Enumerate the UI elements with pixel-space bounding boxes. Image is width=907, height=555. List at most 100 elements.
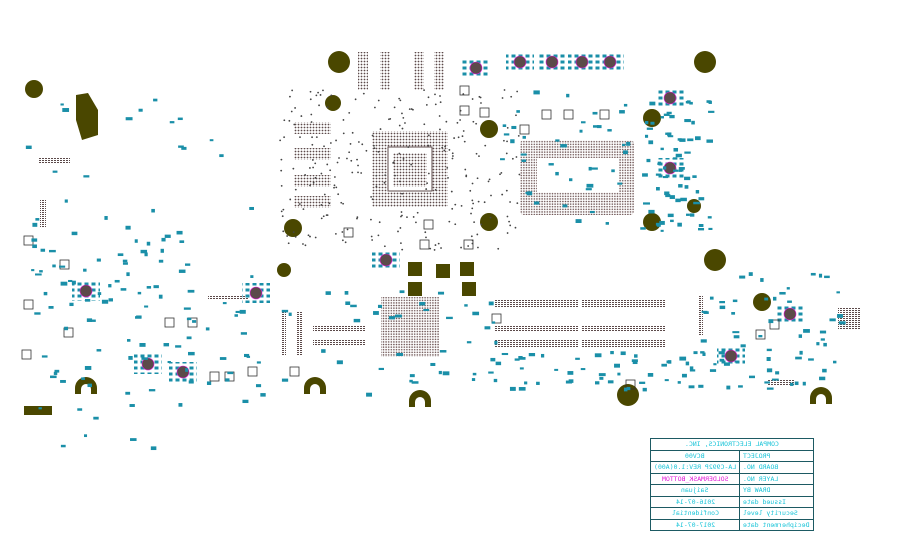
passive-component <box>464 304 468 307</box>
via <box>315 136 318 139</box>
inductor <box>724 349 738 363</box>
component-pad <box>289 366 300 377</box>
via <box>404 122 406 124</box>
via <box>399 227 402 229</box>
passive-component <box>184 263 191 266</box>
passive-component <box>569 178 573 182</box>
via <box>506 126 509 129</box>
connector <box>313 340 365 345</box>
passive-component <box>144 252 148 257</box>
via <box>322 215 325 218</box>
passive-component <box>837 314 843 318</box>
passive-component <box>594 381 600 385</box>
via <box>348 112 351 114</box>
passive-component <box>660 116 664 119</box>
passive-component <box>734 360 738 363</box>
passive-component <box>766 387 774 390</box>
component-pad <box>209 371 220 382</box>
inductor <box>469 61 483 75</box>
component-pad <box>419 239 430 250</box>
via <box>320 172 323 175</box>
via <box>399 99 402 102</box>
via <box>328 202 331 205</box>
passive-component <box>673 147 679 152</box>
title-block-label: Security level <box>739 507 814 520</box>
via <box>337 193 340 196</box>
passive-component <box>500 158 505 161</box>
passive-component <box>623 150 628 155</box>
passive-component <box>96 258 101 262</box>
passive-component <box>68 279 73 283</box>
passive-component <box>336 360 343 365</box>
via <box>505 152 508 155</box>
via <box>400 242 402 245</box>
passive-component <box>675 198 681 203</box>
via <box>309 184 311 187</box>
passive-component <box>502 124 507 127</box>
via <box>375 174 378 177</box>
passive-component <box>84 365 92 370</box>
passive-component <box>117 253 124 257</box>
passive-component <box>678 167 685 170</box>
passive-component <box>586 183 594 188</box>
passive-component <box>655 173 662 176</box>
passive-component <box>188 380 194 384</box>
component-pad <box>59 259 70 270</box>
inductor <box>603 55 617 69</box>
passive-component <box>562 204 568 208</box>
via <box>459 119 462 121</box>
passive-component <box>820 338 825 341</box>
via <box>402 158 405 160</box>
via <box>434 93 436 96</box>
via <box>510 95 513 98</box>
via <box>437 242 440 245</box>
via <box>441 146 444 149</box>
dimm-connector <box>582 300 666 307</box>
via <box>351 131 354 134</box>
passive-component <box>669 114 675 119</box>
via <box>410 108 413 110</box>
passive-component <box>623 103 628 107</box>
passive-component <box>684 185 689 189</box>
passive-component <box>660 229 664 232</box>
via <box>416 211 419 214</box>
passive-component <box>787 300 792 303</box>
passive-component <box>164 234 171 238</box>
via <box>335 139 337 142</box>
title-block-value: 2016-07-14 <box>649 495 741 508</box>
via <box>472 120 475 123</box>
passive-component <box>766 368 773 373</box>
passive-component <box>566 93 570 98</box>
passive-component <box>518 387 526 391</box>
via <box>286 235 289 237</box>
via <box>471 239 474 242</box>
passive-component <box>126 272 130 277</box>
via <box>309 167 311 169</box>
passive-component <box>650 121 655 125</box>
via <box>318 104 320 107</box>
passive-component <box>760 278 764 282</box>
via <box>447 176 449 179</box>
passive-component <box>225 378 230 382</box>
passive-component <box>665 132 670 135</box>
passive-component <box>411 381 419 384</box>
memory-pad-array <box>294 148 331 160</box>
via <box>370 235 373 238</box>
passive-component <box>175 345 182 348</box>
inductor <box>141 357 155 371</box>
mounting-hole <box>704 249 726 271</box>
via <box>357 141 360 143</box>
title-block-label: BOARD NO. <box>739 461 814 474</box>
via <box>451 207 454 210</box>
via <box>312 166 315 169</box>
via <box>349 143 352 145</box>
passive-component <box>255 384 262 388</box>
dimm-connector <box>494 325 578 332</box>
passive-component <box>439 350 447 353</box>
passive-component <box>77 408 83 411</box>
via <box>280 184 283 187</box>
via <box>311 143 314 146</box>
passive-component <box>235 310 240 314</box>
passive-component <box>179 240 185 243</box>
